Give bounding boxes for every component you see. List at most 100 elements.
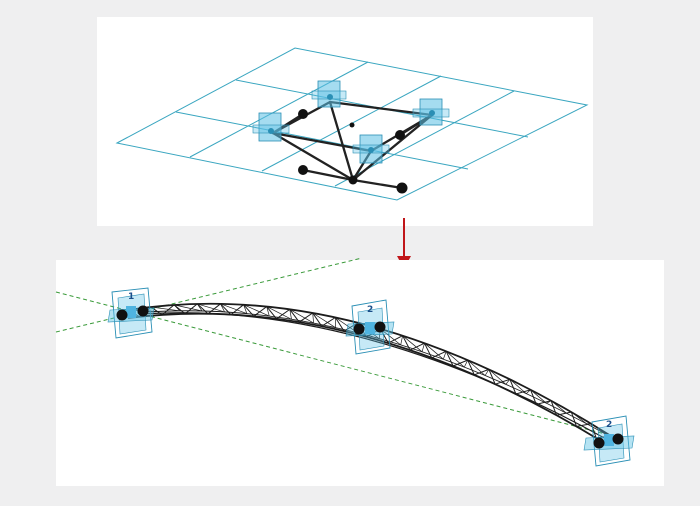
web-member (530, 389, 547, 404)
node-dot-icon (374, 321, 386, 333)
web-member (571, 411, 587, 424)
web-member (445, 351, 465, 368)
node-dot-icon (395, 130, 405, 140)
reference-line (55, 257, 363, 333)
reference-lines (55, 257, 622, 439)
web-member (243, 304, 270, 317)
support-3: 2 (583, 415, 635, 467)
web-member (276, 308, 291, 320)
web-member (289, 309, 314, 324)
web-member (388, 335, 403, 344)
node-dot-icon (593, 437, 605, 449)
web-member (220, 303, 232, 315)
web-member (452, 359, 468, 367)
web-member (467, 359, 486, 376)
truss-member (328, 100, 434, 117)
web-member (220, 303, 248, 314)
web-member (536, 400, 552, 405)
web-member (509, 379, 527, 394)
grid-line (189, 61, 369, 158)
grid-outline (115, 47, 589, 201)
web-member (197, 303, 225, 313)
web-member (509, 379, 517, 395)
web-member (402, 335, 411, 351)
web-member (488, 369, 507, 385)
web-member (431, 350, 447, 359)
web-member (505, 379, 511, 385)
web-member (550, 400, 567, 414)
support-plane-icon (311, 80, 347, 108)
web-member (591, 423, 607, 435)
web-member (161, 304, 175, 316)
web-member (576, 423, 592, 427)
support-plane-icon (412, 98, 450, 126)
web-member (402, 335, 423, 353)
web-member (173, 304, 186, 315)
web-member (334, 317, 345, 332)
web-member (442, 351, 447, 360)
middle-chord (140, 312, 609, 441)
back-chord (145, 310, 617, 441)
support-plane-icon (252, 112, 290, 142)
web-member (266, 306, 270, 317)
bottom-panel-arch-truss-view: 1 2 2 (55, 257, 664, 486)
support-label: 2 (606, 420, 612, 430)
arch-truss-diagram: 1 2 2 (55, 257, 635, 467)
node-dot-icon (612, 433, 624, 445)
node-dot-icon (396, 182, 408, 194)
truss-member (271, 131, 355, 182)
web-member (174, 304, 203, 312)
support-label: 1 (128, 292, 134, 302)
node-dot-icon (348, 175, 358, 185)
grid-line (175, 111, 469, 170)
truss-member (351, 178, 404, 190)
truss-member (351, 113, 434, 182)
web-member (266, 306, 277, 320)
node-dot-icon (353, 323, 365, 335)
truss-member (301, 168, 355, 182)
web-member (515, 389, 531, 395)
support-2: 2 (345, 299, 395, 355)
isometric-grid-diagram (115, 47, 589, 201)
node-dot-icon (298, 109, 308, 119)
web-member (421, 343, 425, 352)
web-member (266, 306, 292, 320)
web-member (424, 342, 444, 360)
web-member (243, 304, 248, 314)
web-member (530, 389, 537, 405)
web-member (570, 411, 577, 427)
node-dot-icon (137, 305, 149, 317)
support-label: 2 (367, 305, 373, 315)
web-member (298, 312, 313, 323)
support-1: 1 (107, 287, 155, 339)
web-member (312, 312, 336, 328)
web-member (243, 304, 255, 317)
web-member (289, 309, 300, 323)
web-member (312, 312, 314, 324)
web-member (289, 309, 292, 320)
web-member (546, 400, 552, 404)
web-member (196, 303, 209, 315)
web-member (566, 411, 572, 414)
support-planes (252, 80, 450, 164)
support-plane-icon (352, 134, 390, 164)
node-dot-icon (349, 122, 355, 128)
truss-nodes (298, 109, 408, 194)
truss-member (271, 131, 373, 153)
pyramid-truss (271, 100, 434, 190)
web-member (343, 322, 359, 332)
web-member (445, 351, 454, 367)
web-member (467, 359, 475, 376)
web-member (400, 335, 403, 345)
web-member (312, 312, 323, 327)
web-member (424, 342, 433, 359)
reference-line (55, 291, 622, 439)
web-member (321, 317, 336, 327)
node-dot-icon (116, 309, 128, 321)
web-member (526, 389, 531, 394)
web-member (150, 306, 180, 312)
top-chord (127, 302, 612, 437)
top-panel-isometric-view (97, 17, 593, 226)
web-member (380, 328, 401, 346)
web-member (550, 400, 557, 416)
